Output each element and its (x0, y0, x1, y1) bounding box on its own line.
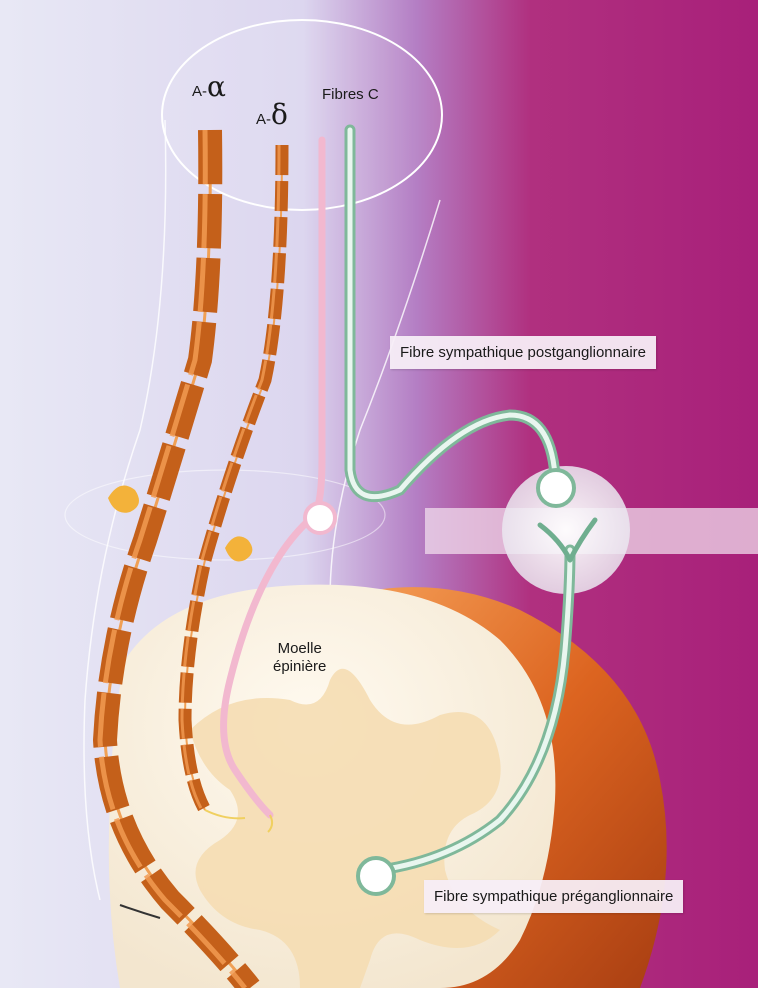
delta-symbol: δ (271, 98, 288, 131)
spinal-cord-label-line1: Moelle (273, 640, 326, 658)
a-alpha-prefix: A- (192, 83, 207, 100)
spinal-cord-label-line2: épinière (273, 658, 326, 676)
spinal-cord-label: Moelle épinière (273, 640, 326, 676)
c-fibre-ganglion-cell (305, 503, 335, 533)
postganglionic-cell-body (538, 470, 574, 506)
a-delta-label: A-δ (256, 98, 288, 131)
preganglionic-cell-body (358, 858, 394, 894)
fibres-c-label: Fibres C (322, 86, 379, 103)
alpha-symbol: α (207, 70, 226, 103)
a-delta-prefix: A- (256, 111, 271, 128)
a-alpha-label: A-α (192, 70, 226, 103)
postganglionic-label: Fibre sympathique postganglionnaire (390, 336, 656, 369)
preganglionic-label: Fibre sympathique préganglionnaire (424, 880, 683, 913)
